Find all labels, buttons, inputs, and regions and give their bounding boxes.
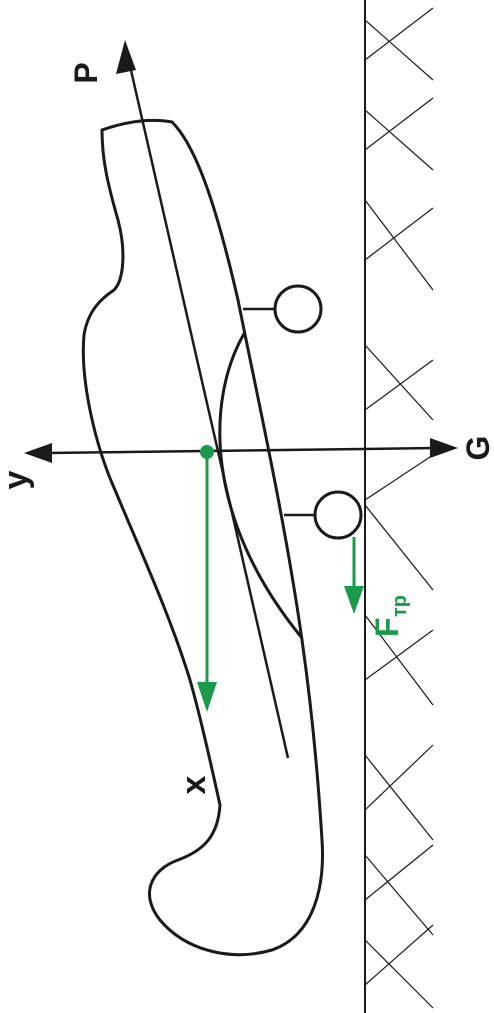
ground-hatching <box>364 7 434 1009</box>
axis-g-arrowhead <box>430 438 458 458</box>
axis-p-arrowhead <box>116 40 136 74</box>
friction-force-arrowhead <box>344 586 364 614</box>
label-friction-subscript: тр <box>389 595 411 617</box>
wheel-top <box>243 284 323 334</box>
wheel-bottom <box>284 490 363 540</box>
label-x: x <box>175 775 213 794</box>
seat-curve <box>218 331 304 639</box>
label-y: y <box>0 470 35 489</box>
label-g: G <box>460 436 494 461</box>
axis-y-arrowhead <box>24 443 52 463</box>
vehicle-body-outline <box>81 118 324 957</box>
label-p: P <box>68 62 104 83</box>
axis-y-g <box>45 446 437 455</box>
ground-surface <box>364 0 434 1013</box>
label-friction-force: F тр <box>369 595 411 637</box>
axis-p <box>123 43 290 759</box>
label-friction-main: F <box>369 617 405 637</box>
force-x-arrowhead <box>197 682 217 712</box>
